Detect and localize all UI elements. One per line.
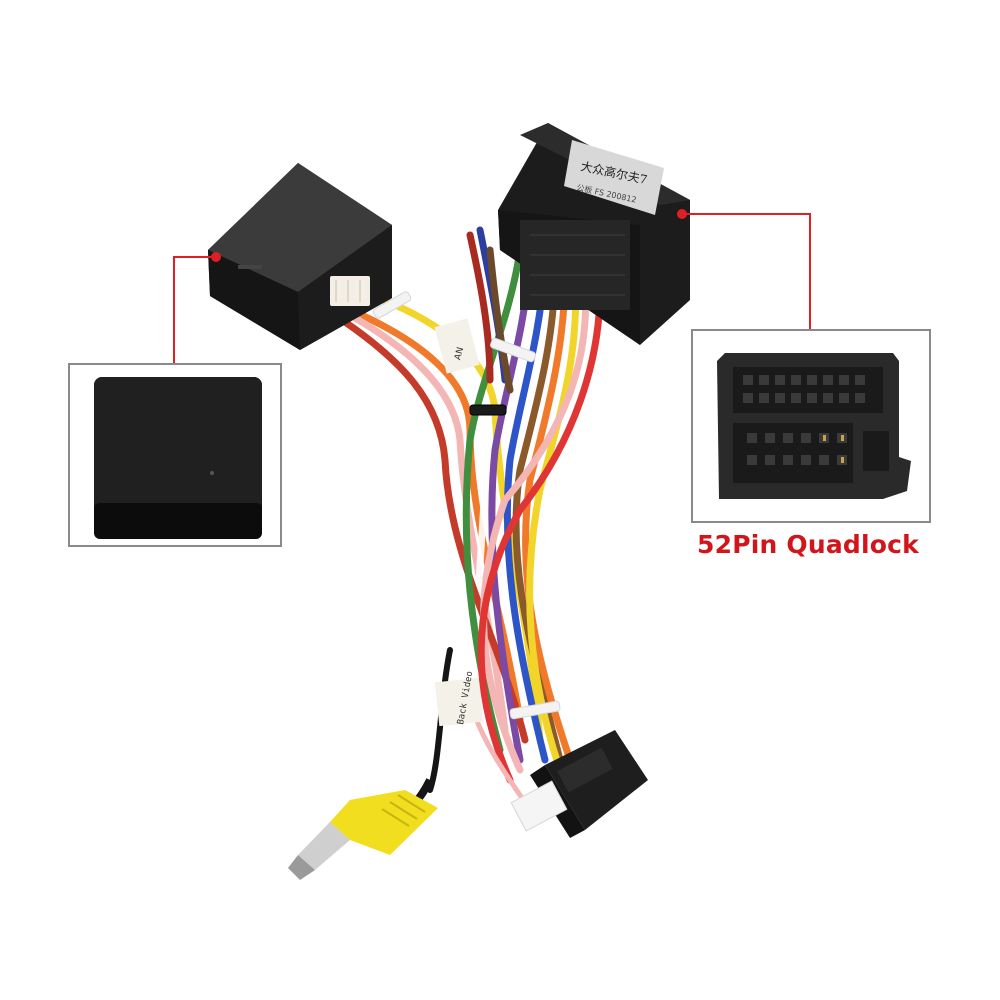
callout-left <box>173 252 221 363</box>
decoder-box-closeup-image <box>94 377 262 539</box>
tag-upper-text: AN <box>453 346 466 361</box>
quadlock-closeup-inset <box>691 329 931 523</box>
callout-right <box>677 209 811 329</box>
canbus-decoder-box <box>208 163 392 350</box>
white-plug <box>510 780 568 832</box>
wire-tags: AN Back Video <box>434 318 484 727</box>
iso-output-connector <box>530 730 648 838</box>
quadlock-connector: 大众高尔夫7 公板 FS 200812 <box>498 123 690 345</box>
wire-bundle <box>341 226 604 813</box>
rca-video-plug <box>288 778 438 880</box>
quadlock-closeup-image <box>717 353 911 499</box>
decoder-box-closeup-inset <box>68 363 282 547</box>
connector-caption: 52Pin Quadlock <box>697 530 919 559</box>
zip-ties <box>372 291 561 720</box>
